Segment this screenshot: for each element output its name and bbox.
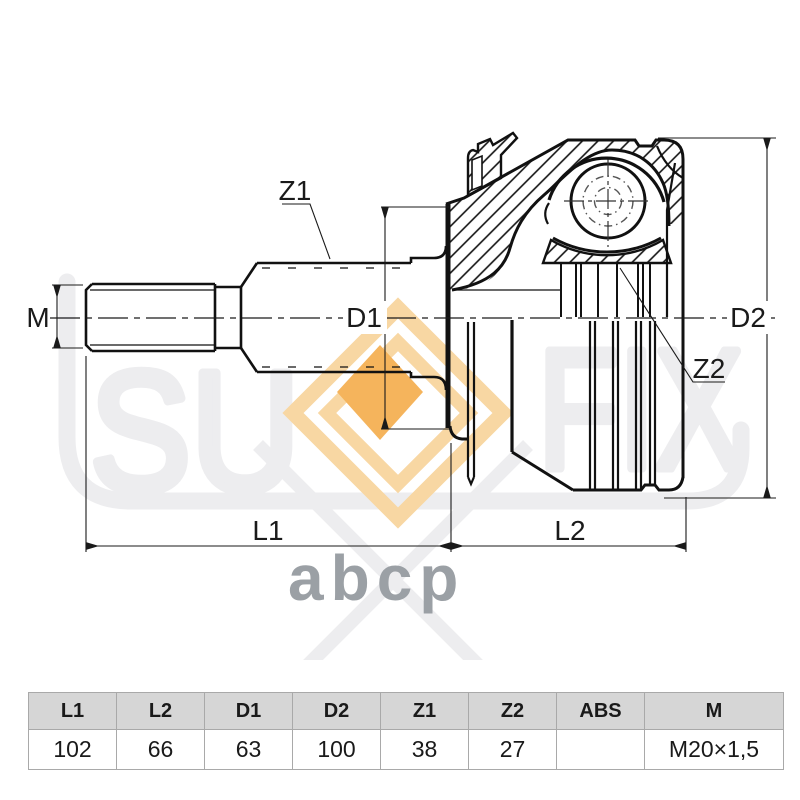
label-z1: Z1 — [279, 175, 312, 206]
bearing-ball-assembly — [541, 156, 673, 265]
col-header-l1: L1 — [28, 692, 117, 730]
value-d2: 100 — [292, 729, 381, 770]
value-z1: 38 — [380, 729, 469, 770]
label-z2: Z2 — [693, 353, 726, 384]
shaft-neck — [215, 262, 259, 373]
callout-z2: Z2 — [619, 267, 726, 384]
label-l2: L2 — [554, 515, 585, 546]
joint-housing-section — [445, 138, 685, 478]
abcp-logo: abcp — [288, 542, 465, 614]
spec-table-header-row: L1 L2 D1 D2 Z1 Z2 ABS M — [28, 692, 784, 730]
label-m: M — [26, 302, 49, 333]
inner-spline-bore — [452, 264, 651, 317]
dimension-d2: D2 — [658, 137, 776, 499]
dimension-l1-l2: L1 L2 — [85, 356, 687, 552]
label-l1: L1 — [252, 515, 283, 546]
cage-upper-arc — [547, 156, 666, 203]
col-header-z1: Z1 — [380, 692, 469, 730]
dimension-d1: D1 — [343, 206, 451, 430]
value-l1: 102 — [28, 729, 117, 770]
col-header-l2: L2 — [116, 692, 205, 730]
boot-ribs — [588, 321, 657, 489]
cage-lower-arc — [552, 236, 662, 254]
brand-watermark-left: SU — [90, 337, 300, 527]
label-d2: D2 — [730, 302, 766, 333]
boot-external-view — [466, 320, 685, 492]
col-header-d2: D2 — [292, 692, 381, 730]
threaded-stud — [84, 282, 217, 353]
boot-clamp — [466, 322, 476, 487]
spec-table: L1 L2 D1 D2 Z1 Z2 ABS M 102 66 63 100 38… — [28, 692, 784, 770]
col-header-z2: Z2 — [468, 692, 557, 730]
abs-ring-bracket — [466, 131, 519, 199]
value-m: M20×1,5 — [644, 729, 784, 770]
diamond-solid-center — [337, 345, 423, 440]
inner-race — [541, 238, 673, 265]
value-l2: 66 — [116, 729, 205, 770]
value-z2: 27 — [468, 729, 557, 770]
dimension-m: M — [26, 284, 83, 349]
watermark-frame — [58, 273, 750, 510]
callout-z1: Z1 — [279, 175, 331, 260]
cv-joint-technical-drawing: M D1 D2 L1 L2 Z1 — [26, 131, 776, 552]
label-d1: D1 — [346, 302, 382, 333]
spec-table-value-row: 102 66 63 100 38 27 M20×1,5 — [28, 729, 784, 770]
value-abs — [556, 729, 645, 770]
col-header-abs: ABS — [556, 692, 645, 730]
value-d1: 63 — [204, 729, 293, 770]
col-header-m: M — [644, 692, 784, 730]
watermark-gray-diamond — [253, 440, 533, 660]
col-header-d1: D1 — [204, 692, 293, 730]
